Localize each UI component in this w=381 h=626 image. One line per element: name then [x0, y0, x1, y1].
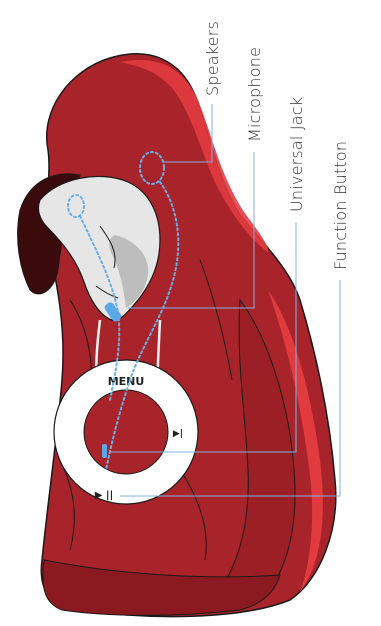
- next-label: ▶|: [173, 429, 183, 439]
- menu-label: MENU: [108, 375, 145, 388]
- speakers-label: Speakers: [203, 21, 222, 96]
- microphone-label: Microphone: [245, 47, 264, 142]
- universal-jack-label: Universal Jack: [287, 97, 306, 212]
- function-button-label: Function Button: [331, 141, 350, 270]
- click-wheel[interactable]: MENU ▶ || ▶|: [54, 360, 198, 504]
- click-wheel-center[interactable]: [84, 390, 168, 474]
- jack-icon: [102, 444, 107, 458]
- play-pause-label: ▶ ||: [95, 490, 113, 501]
